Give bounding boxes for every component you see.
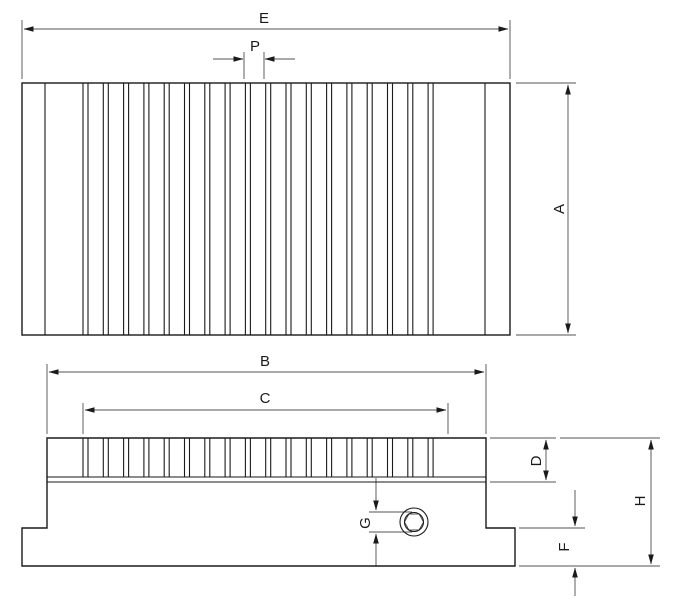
front-view-outline [21,437,516,567]
dimension-d-label: D [528,455,545,466]
front-view [21,437,516,567]
dimension-g: G [357,478,412,566]
dimension-f: F [519,490,585,596]
dimension-g-label: G [357,517,374,529]
dimension-p-label: P [250,38,260,55]
dimension-f-label: F [556,542,573,551]
dimension-h-label: H [632,496,649,507]
top-view-pole-grooves [44,83,486,335]
dimension-a-label: A [551,204,568,214]
dimension-c: C [82,390,449,434]
dimension-b-label: B [260,353,270,370]
front-view-pole-grooves [82,438,434,477]
dimension-a: A [516,82,576,336]
top-view [21,82,511,336]
dimension-h: H [519,437,660,567]
dimension-b: B [46,353,487,434]
dimension-e: E [21,10,511,79]
dimension-p: P [213,38,295,79]
dimension-e-label: E [259,10,269,27]
dimension-c-label: C [260,390,271,407]
release-knob [399,507,429,537]
dimension-d: D [490,437,556,483]
